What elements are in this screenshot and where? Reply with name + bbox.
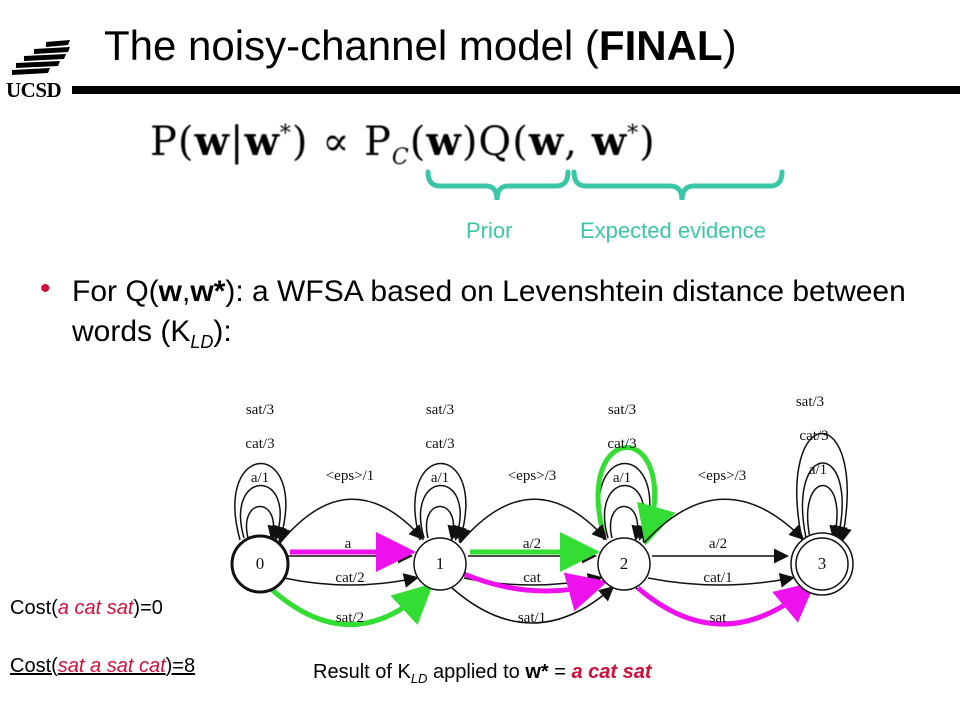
eps-label-0-1: <eps>/1 <box>326 468 375 484</box>
state-1: 1 <box>413 537 467 591</box>
result-line: Result of KLD applied to w* = a cat sat <box>313 661 652 686</box>
bullet-marker: • <box>40 272 51 305</box>
svg-text:0: 0 <box>256 554 265 573</box>
loop-label-cat-3: cat/3 <box>799 428 828 444</box>
svg-text:2: 2 <box>620 554 629 573</box>
magenta-arc-sat-2-3 <box>636 581 816 627</box>
self-loops-state-1 <box>414 462 471 543</box>
logo-text: UCSD <box>6 78 62 102</box>
eps-arc-0-1 <box>279 498 425 544</box>
loop-label-cat-2: cat/3 <box>607 436 636 452</box>
formula: P(w|w*) ∝ PC(w)Q(w, w*) <box>150 118 656 170</box>
state-2: 2 <box>597 537 651 591</box>
prior-label: Prior <box>466 218 513 243</box>
arc-label-cat-1-2: cat <box>523 570 541 586</box>
arc-label-sat-1-2: sat/1 <box>518 610 546 626</box>
title-rule <box>72 86 960 94</box>
ucsd-logo-icon <box>12 40 70 75</box>
eps-label-1-2: <eps>/3 <box>508 468 557 484</box>
self-loops-state-0 <box>234 462 291 543</box>
loop-label-a-3: a/1 <box>809 462 827 478</box>
svg-text:3: 3 <box>818 554 827 573</box>
slide-title: The noisy-channel model (FINAL) <box>104 22 737 69</box>
loop-label-cat-1: cat/3 <box>425 436 454 452</box>
arc-cat-0-1 <box>283 573 419 588</box>
arc-label-cat-0-1: cat/2 <box>335 570 364 586</box>
loop-label-sat-1: sat/3 <box>426 402 454 418</box>
loop-label-sat-3: sat/3 <box>796 394 824 410</box>
expected-evidence-label: Expected evidence <box>580 218 766 243</box>
arc-label-cat-2-3: cat/1 <box>703 570 732 586</box>
loop-label-sat-0: sat/3 <box>246 402 274 418</box>
eps-arc-1-2 <box>459 498 608 544</box>
bullet-text: For Q(w,w*): a WFSA based on Levenshtein… <box>72 275 906 352</box>
state-0: 0 <box>230 534 290 594</box>
cost-line-1: Cost(a cat sat)=0 <box>10 597 163 619</box>
loop-label-sat-2: sat/3 <box>608 402 636 418</box>
svg-text:1: 1 <box>436 554 445 573</box>
green-loop-highlight <box>595 445 676 546</box>
loop-label-a-1: a/1 <box>431 470 449 486</box>
eps-arc-2-3 <box>643 498 805 544</box>
loop-label-cat-0: cat/3 <box>245 436 274 452</box>
arc-label-a-0-1: a <box>345 536 352 552</box>
wfsa-diagram: 0 1 2 3 sat/3 cat/3 a/1 sat/3 cat/3 a/1 … <box>230 394 854 627</box>
self-loops-state-3 <box>796 432 852 543</box>
arc-label-sat-2-3: sat <box>710 610 727 626</box>
state-3-final: 3 <box>790 532 854 596</box>
arc-label-sat-0-1: sat/2 <box>336 610 364 626</box>
eps-label-2-3: <eps>/3 <box>698 468 747 484</box>
arc-label-a-1-2: a/2 <box>523 536 541 552</box>
arc-label-a-2-3: a/2 <box>709 536 727 552</box>
loop-label-a-0: a/1 <box>251 470 269 486</box>
magenta-arc-cat-1-2 <box>463 571 608 612</box>
cost-line-2: Cost(sat a sat cat)=8 <box>10 655 196 677</box>
green-arc-sat-0-1 <box>268 583 434 627</box>
loop-label-a-2: a/1 <box>613 470 631 486</box>
arc-cat-2-3 <box>647 572 795 588</box>
